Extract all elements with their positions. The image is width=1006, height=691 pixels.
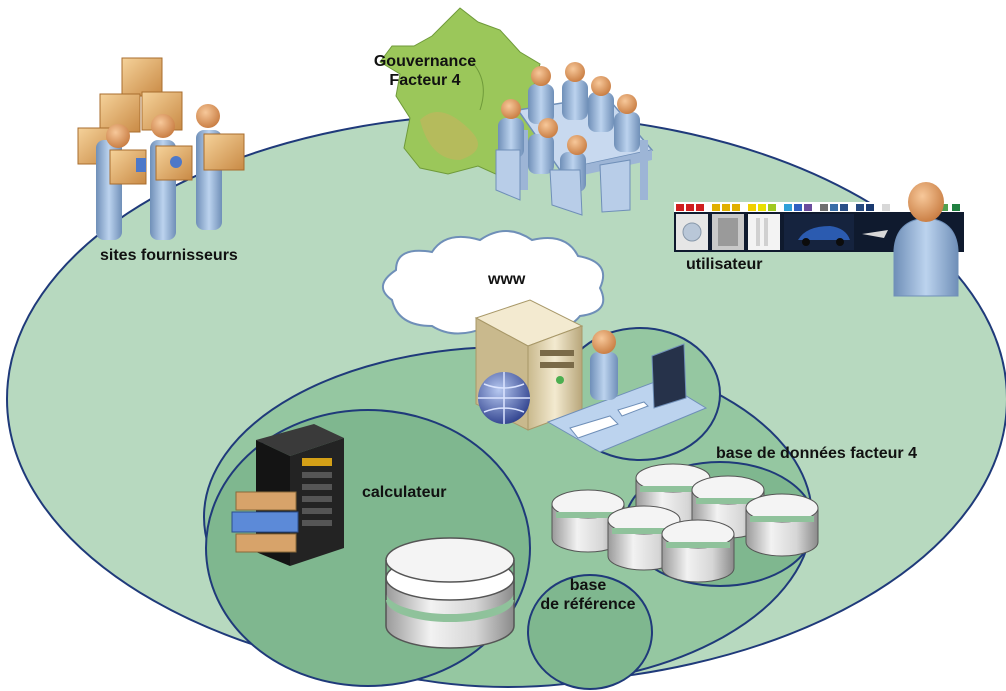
base-reference-label: base de référence [528,576,648,614]
db-cylinder [745,493,819,557]
reference-ellipse [527,574,653,690]
suppliers-with-boxes-icon [77,57,245,240]
gouvernance-line1: Gouvernance [373,53,477,70]
base-reference-line1: base [569,577,607,594]
operator-desk-icon [546,330,708,453]
meeting-table-icon [495,62,654,216]
base-donnees-label: base de données facteur 4 [716,445,917,462]
sites-fournisseurs-label: sites fournisseurs [100,247,238,264]
user-icon [893,182,959,297]
calculateur-label: calculateur [362,484,447,501]
utilisateur-label: utilisateur [686,256,763,273]
web-server-icon [474,299,584,431]
gouvernance-line2: Facteur 4 [389,72,461,89]
server-rack-icon [231,424,344,566]
database-cluster-icon [551,463,819,583]
base-reference-line2: de référence [540,596,636,613]
gouvernance-label: Gouvernance Facteur 4 [355,52,495,90]
www-label: www [488,271,526,288]
reference-database-icon [385,537,515,649]
db-cylinder [661,519,735,583]
